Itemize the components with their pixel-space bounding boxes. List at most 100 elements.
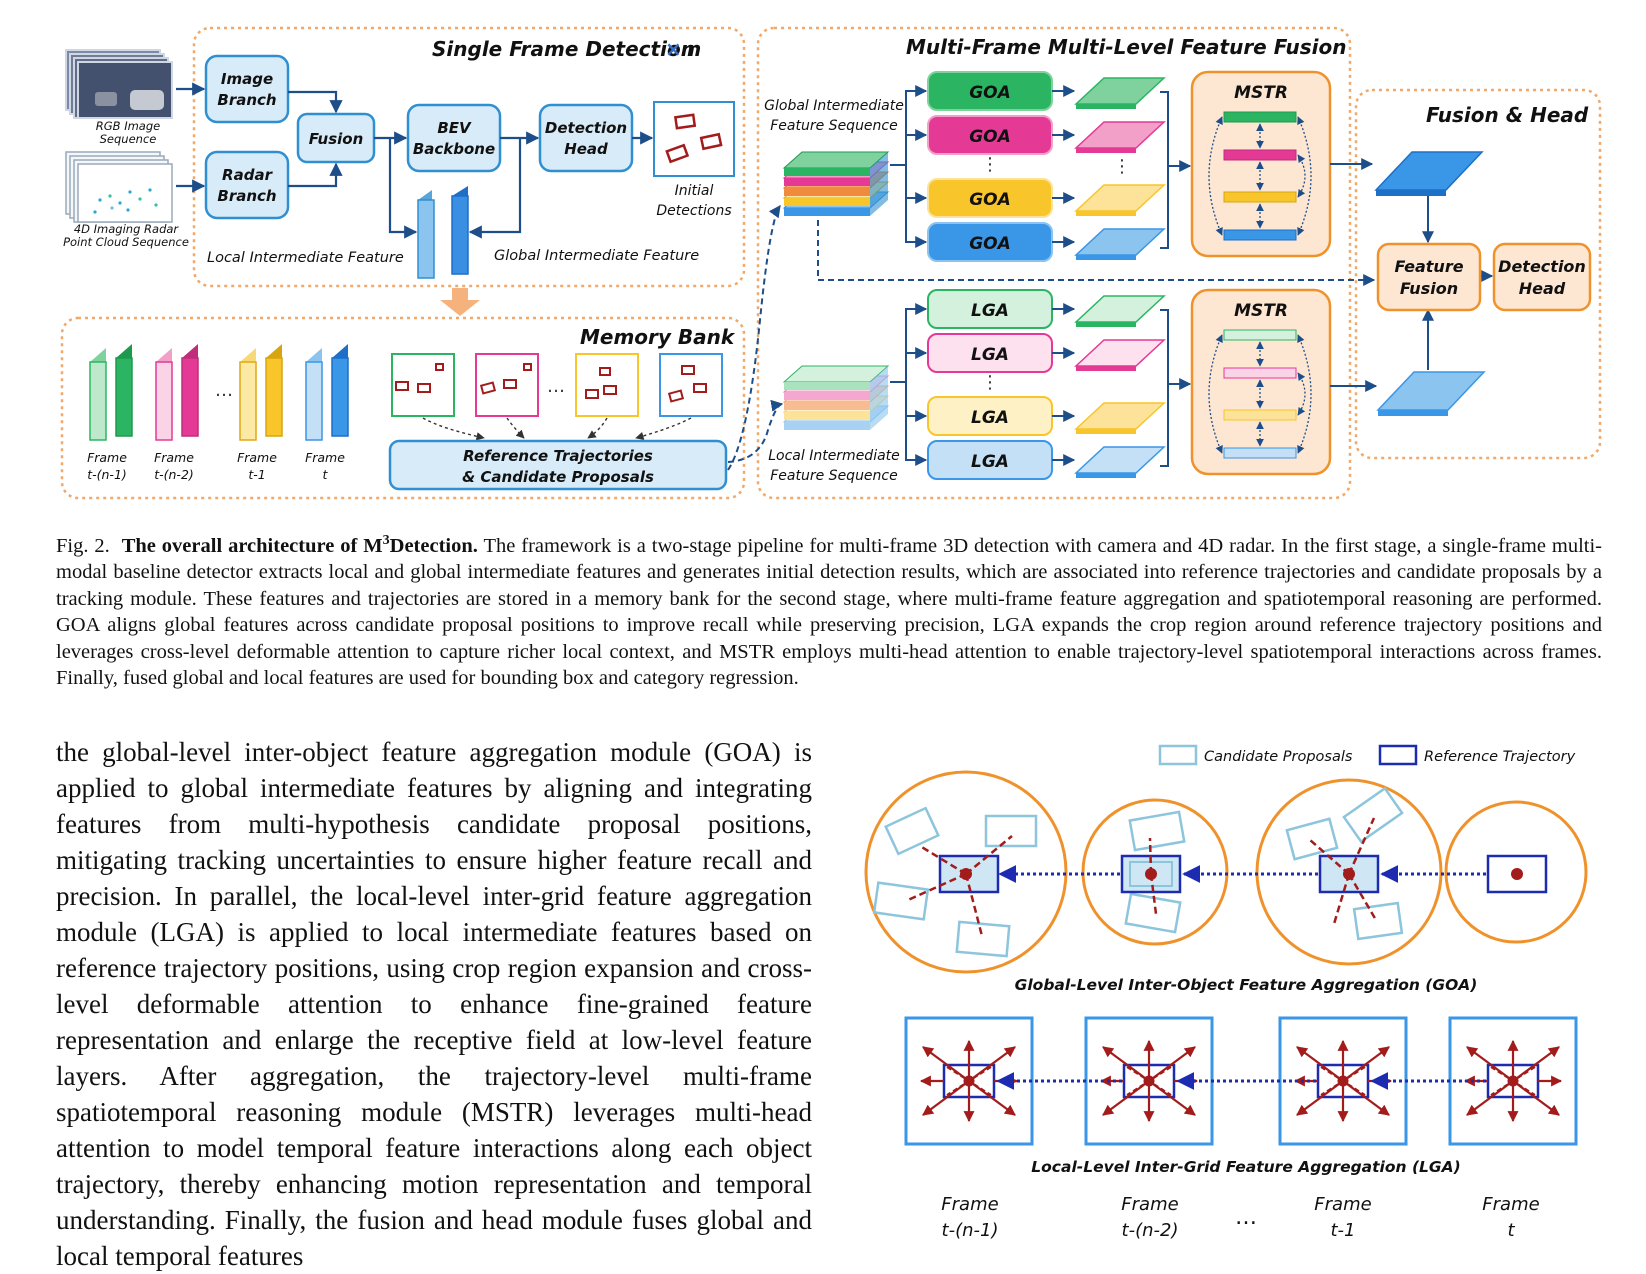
- rgb-label-2: Sequence: [100, 132, 157, 146]
- mem-frame-2-l2: t-1: [248, 467, 265, 482]
- radar-branch-box: [204, 150, 290, 220]
- rgb-image-sequence-icon: [65, 49, 173, 119]
- det-head-label-1: Detection: [545, 119, 627, 137]
- mem-frame-0-l1: Frame: [87, 450, 127, 465]
- goa-label-4: GOA: [969, 234, 1011, 254]
- bev-label-1: BEV: [437, 119, 472, 137]
- mem-frame-1-l2: t-(n-2): [154, 467, 194, 482]
- image-branch-box: [204, 54, 290, 124]
- fig2-frame-1-l2: t-(n-2): [1122, 1220, 1179, 1241]
- reference-trajectories-box: [388, 439, 728, 491]
- goa-circle-2: [1081, 798, 1229, 946]
- fig2-frame-3-l2: t: [1507, 1220, 1515, 1241]
- goa-vdots: ⋮: [981, 154, 999, 175]
- detection-head-box: [538, 103, 634, 173]
- goa-circle-1: [864, 770, 1068, 974]
- sfd-times: ×: [665, 37, 682, 61]
- memory-ellipsis-2: …: [547, 376, 565, 397]
- figure-caption: Fig. 2. The overall architecture of M3De…: [56, 528, 1602, 692]
- lga-label-3: LGA: [971, 408, 1009, 428]
- feature-fusion-label-2: Fusion: [1400, 279, 1458, 298]
- fig2-frame-2-l1: Frame: [1314, 1194, 1371, 1215]
- down-arrow-icon: [440, 288, 480, 316]
- lga-label-1: LGA: [971, 301, 1009, 321]
- lga-label-2: LGA: [971, 345, 1009, 365]
- fig2-frame-0-l2: t-(n-1): [942, 1220, 999, 1241]
- lga-label-4: LGA: [971, 452, 1009, 472]
- multi-frame-fusion-panel: Multi-Frame Multi-Level Feature Fusion G…: [727, 26, 1376, 500]
- memory-frame-pink: [155, 344, 199, 441]
- memory-frame-yellow: [239, 344, 283, 441]
- feature-fusion-box: [1376, 242, 1482, 312]
- lga-title: Local-Level Inter-Grid Feature Aggregati…: [1031, 1158, 1460, 1176]
- radar-branch-label-2: Branch: [217, 187, 276, 205]
- goa-output-slabs: ⋮: [1074, 77, 1166, 260]
- fh-det-label-2: Head: [1519, 279, 1566, 298]
- fusion-head-panel: Fusion & Head Feature Fusion Detection H…: [1330, 88, 1602, 460]
- lga-vdots: ⋮: [981, 372, 999, 393]
- local-fused-slab: [1376, 371, 1486, 411]
- fig2-frame-2-l2: t-1: [1330, 1220, 1355, 1241]
- body-paragraph-text: the global-level inter-object feature ag…: [56, 737, 812, 1271]
- sfd-title: Single Frame Detection: [432, 37, 695, 61]
- image-branch-label-2: Branch: [217, 91, 276, 109]
- gifs-label-2: Feature Sequence: [770, 118, 897, 134]
- legend-reference-label: Reference Trajectory: [1424, 749, 1576, 765]
- fusion-head-title: Fusion & Head: [1426, 103, 1589, 127]
- mstr-label-1: MSTR: [1234, 83, 1288, 103]
- ref-traj-label-1: Reference Trajectories: [463, 447, 653, 465]
- fig2-frame-0-l1: Frame: [941, 1194, 998, 1215]
- legend-reference-swatch: [1378, 744, 1418, 766]
- intermediate-feature-slabs: [417, 186, 469, 279]
- sfd-n: n: [687, 37, 701, 61]
- goa-circle-4: [1444, 800, 1588, 944]
- goa-circle-3: [1255, 778, 1443, 966]
- rgb-label-1: RGB Image: [96, 119, 160, 133]
- caption-text: The framework is a two-stage pipeline fo…: [56, 534, 1603, 690]
- initial-detections-label-1: Initial: [675, 183, 714, 199]
- legend-candidate-swatch: [1158, 744, 1198, 766]
- legend-candidate-label: Candidate Proposals: [1204, 749, 1353, 765]
- fig2-ellipsis: …: [1235, 1205, 1257, 1230]
- goa-title: Global-Level Inter-Object Feature Aggreg…: [1015, 976, 1478, 994]
- radar-branch-label-1: Radar: [222, 166, 274, 184]
- memory-bank-title: Memory Bank: [580, 325, 736, 349]
- local-feature-stack: [782, 365, 890, 430]
- goa-label-2: GOA: [969, 127, 1011, 147]
- lga-grid-cells: [919, 1039, 1563, 1123]
- memory-frame-green: [89, 344, 133, 441]
- initial-detections-box: [653, 101, 735, 177]
- memory-ellipsis-1: …: [215, 380, 233, 401]
- goa-label-3: GOA: [969, 190, 1011, 210]
- mem-frame-2-l1: Frame: [237, 450, 277, 465]
- lifs-label-2: Feature Sequence: [770, 468, 897, 484]
- memory-bank-panel: Memory Bank … Frame t-(n-1) Frame t-(n-2…: [60, 316, 746, 500]
- fig2-frame-3-l1: Frame: [1482, 1194, 1539, 1215]
- det-head-label-2: Head: [564, 140, 608, 158]
- initial-detections-label-2: Detections: [656, 203, 731, 219]
- goa-label-1: GOA: [969, 83, 1011, 103]
- memory-frame-blue: [305, 344, 349, 441]
- radar-label-1: 4D Imaging Radar: [74, 222, 180, 236]
- bev-backbone-box: [406, 103, 502, 173]
- feature-fusion-label-1: Feature: [1394, 257, 1463, 276]
- body-paragraph: the global-level inter-object feature ag…: [56, 734, 812, 1274]
- caption-fig-label: Fig. 2.: [56, 534, 110, 557]
- mem-detection-blue: [659, 353, 723, 417]
- bev-label-2: Backbone: [413, 140, 495, 158]
- image-branch-label-1: Image: [221, 70, 273, 88]
- mfml-title: Multi-Frame Multi-Level Feature Fusion: [906, 35, 1346, 59]
- radar-label-2: Point Cloud Sequence: [63, 235, 189, 249]
- aggregation-figure: Candidate Proposals Reference Trajectory: [864, 744, 1588, 1241]
- lga-output-slabs: [1074, 295, 1166, 478]
- mem-frame-1-l1: Frame: [154, 450, 194, 465]
- global-feature-stack: [782, 151, 890, 216]
- lifs-label-1: Local Intermediate: [768, 448, 900, 464]
- mstr-label-2: MSTR: [1234, 301, 1288, 321]
- fh-det-label-1: Detection: [1498, 257, 1586, 276]
- fusion-detection-head-box: [1492, 242, 1592, 312]
- fusion-label: Fusion: [309, 130, 364, 148]
- mem-frame-3-l1: Frame: [305, 450, 345, 465]
- ref-traj-label-2: & Candidate Proposals: [462, 468, 654, 486]
